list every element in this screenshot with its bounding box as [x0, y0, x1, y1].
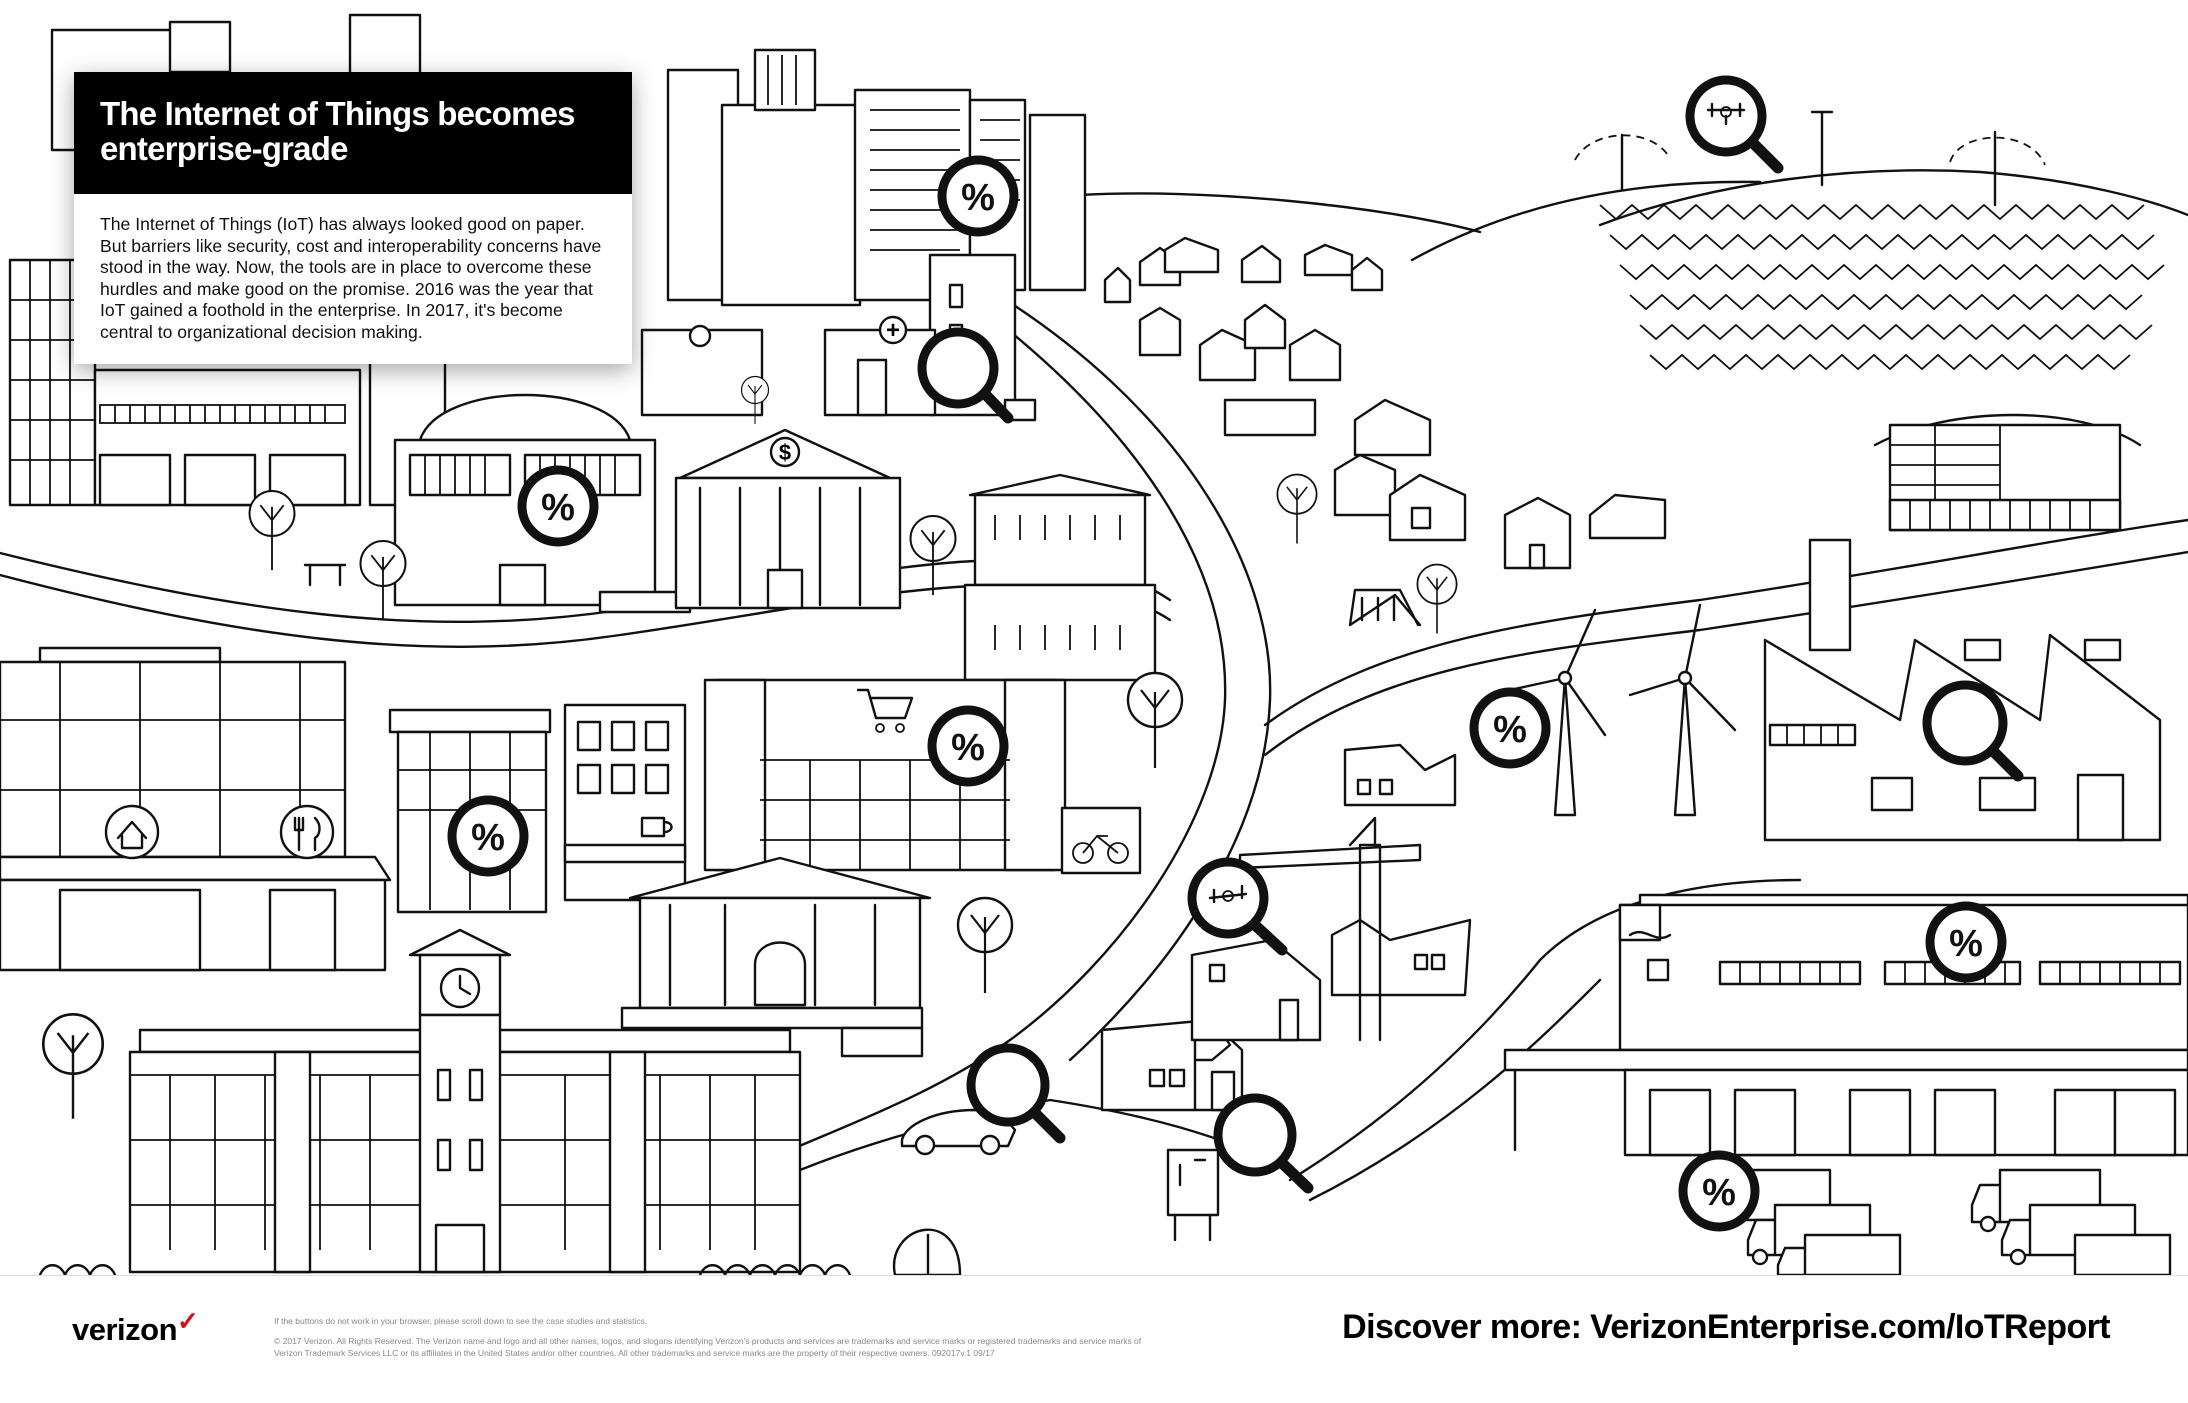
- svg-text:%: %: [1702, 1172, 1736, 1214]
- logo-check-icon: ✓: [177, 1306, 199, 1336]
- bicycle-icon: [1072, 834, 1129, 864]
- magnifier-icon[interactable]: [1213, 1093, 1314, 1194]
- twin-tower: [963, 473, 1157, 682]
- medical-cross-icon: +: [886, 317, 900, 344]
- svg-text:%: %: [541, 487, 575, 529]
- intro-title: The Internet of Things becomes enterpris…: [100, 95, 576, 167]
- discover-more-link[interactable]: Discover more: VerizonEnterprise.com/IoT…: [1342, 1308, 2110, 1346]
- wind-turbine-icon: [1508, 603, 1737, 817]
- svg-text:%: %: [471, 817, 505, 859]
- clock-icon: [439, 967, 481, 1009]
- warehouse: [1503, 893, 2188, 1157]
- verizon-logo: verizon✓: [72, 1306, 199, 1348]
- fine-print-copyright: © 2017 Verizon. All Rights Reserved. The…: [274, 1336, 1142, 1358]
- percent-badge-icon[interactable]: %: [1678, 1150, 1760, 1232]
- clock-tower-building: [128, 928, 802, 1274]
- magnifier-icon[interactable]: [917, 327, 1014, 424]
- svg-text:%: %: [1949, 923, 1983, 965]
- drone-icon: [1208, 884, 1248, 904]
- intro-body: The Internet of Things (IoT) has always …: [100, 214, 602, 342]
- center-houses: [1100, 588, 1472, 1112]
- logo-wordmark: verizon: [72, 1312, 178, 1347]
- fine-print-buttons: If the buttons do not work in your brows…: [274, 1316, 648, 1326]
- percent-badge-icon[interactable]: %: [1469, 687, 1551, 769]
- percent-badge-icon[interactable]: %: [517, 465, 599, 547]
- hill: [1574, 110, 2188, 371]
- houses-cluster: [1103, 236, 1667, 570]
- house-icon: [104, 804, 160, 860]
- svg-text:%: %: [951, 727, 985, 769]
- truck-icon: [1713, 1168, 2172, 1275]
- intro-header: The Internet of Things becomes enterpris…: [74, 72, 632, 194]
- magnifier-icon[interactable]: [1685, 75, 1784, 174]
- charging-station: [1166, 1148, 1220, 1242]
- footer: verizon✓ If the buttons do not work in y…: [0, 1275, 2188, 1403]
- svg-text:%: %: [1493, 709, 1527, 751]
- shopping-center: [703, 678, 1142, 875]
- left-mall: [0, 646, 392, 972]
- percent-badge-icon[interactable]: %: [1925, 901, 2007, 983]
- percent-badge-icon[interactable]: %: [447, 795, 529, 877]
- magnifier-icon[interactable]: [966, 1043, 1066, 1144]
- percent-badge-icon[interactable]: %: [937, 155, 1019, 237]
- bank: $: [674, 428, 902, 610]
- trees: [38, 375, 1458, 1275]
- stadium: [1873, 413, 2142, 532]
- svg-text:%: %: [961, 177, 995, 219]
- roads: [0, 180, 2188, 1202]
- percent-badge-icon[interactable]: %: [927, 705, 1009, 787]
- intro-card: The Internet of Things becomes enterpris…: [74, 72, 632, 364]
- magnifier-icon[interactable]: [1922, 680, 2024, 782]
- courthouse: [620, 856, 932, 1058]
- magnifier-icon[interactable]: [1187, 857, 1288, 956]
- shopping-cart-icon: [856, 688, 914, 733]
- coffee-cup-icon: [640, 816, 673, 838]
- boutique: [388, 703, 687, 914]
- fork-knife-icon: [279, 804, 335, 860]
- drone-icon: [1706, 102, 1746, 126]
- dollar-sign-icon: $: [779, 440, 791, 465]
